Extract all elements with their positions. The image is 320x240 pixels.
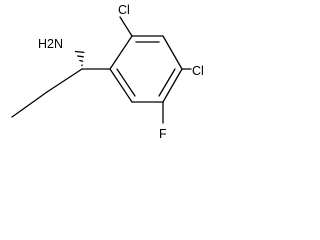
molecule-structure: H2N Cl Cl F [11, 3, 204, 141]
stereo-hash-bond [74, 50, 85, 67]
chloro-top-label: Cl [118, 3, 130, 17]
fluoro-label: F [159, 127, 167, 141]
amine-label: H2N [38, 37, 63, 51]
chloro-right-label: Cl [192, 64, 204, 78]
bond-to-cl-top [119, 16, 133, 37]
benzene-ring [109, 35, 183, 103]
bond-ethyl-2 [46, 68, 83, 93]
bond-ethyl-1 [11, 91, 48, 118]
